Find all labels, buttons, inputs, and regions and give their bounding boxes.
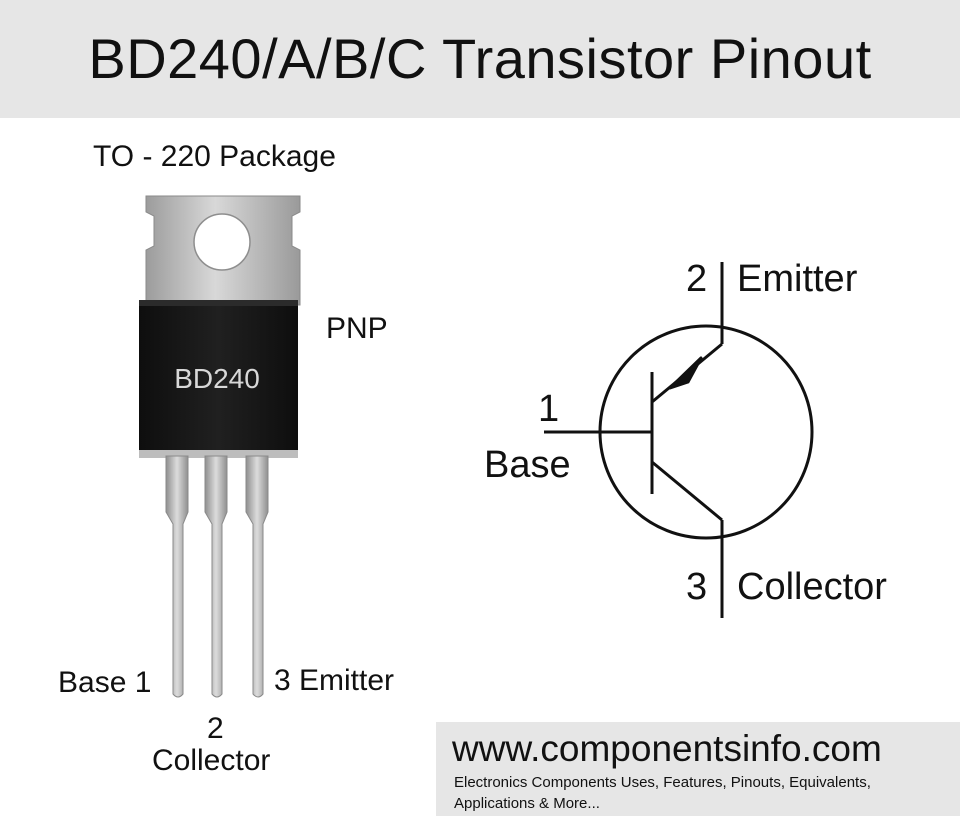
emitter-arrow bbox=[668, 356, 703, 390]
pin-collector-label: Collector bbox=[152, 744, 271, 777]
package-label: TO - 220 Package bbox=[93, 140, 336, 173]
package-body bbox=[139, 300, 298, 454]
symbol-collector-label: Collector bbox=[737, 566, 887, 608]
symbol-base-number: 1 bbox=[538, 388, 560, 430]
collector-diag bbox=[651, 460, 723, 522]
pin-collector-number: 2 bbox=[207, 712, 224, 745]
lead-collector bbox=[204, 455, 228, 698]
site-tagline: Electronics Components Uses, Features, P… bbox=[454, 774, 871, 812]
pin-base-label: Base 1 bbox=[58, 666, 152, 699]
lead-base bbox=[165, 455, 189, 698]
symbol-emitter-label: Emitter bbox=[737, 258, 858, 300]
footer-banner: www.componentsinfo.com Electronics Compo… bbox=[436, 722, 960, 816]
symbol-emitter-number: 2 bbox=[686, 258, 708, 300]
mounting-hole bbox=[193, 213, 251, 271]
lead-emitter bbox=[245, 455, 269, 698]
symbol-base-label: Base bbox=[484, 444, 571, 486]
pin-emitter-label: 3 Emitter bbox=[274, 664, 395, 697]
page-title: BD240/A/B/C Transistor Pinout bbox=[88, 27, 872, 90]
body-marking: BD240 bbox=[174, 363, 260, 394]
pnp-label: PNP bbox=[326, 312, 388, 345]
site-url: www.componentsinfo.com bbox=[452, 728, 882, 769]
header-bar bbox=[0, 0, 960, 118]
symbol-collector-number: 3 bbox=[686, 566, 708, 608]
